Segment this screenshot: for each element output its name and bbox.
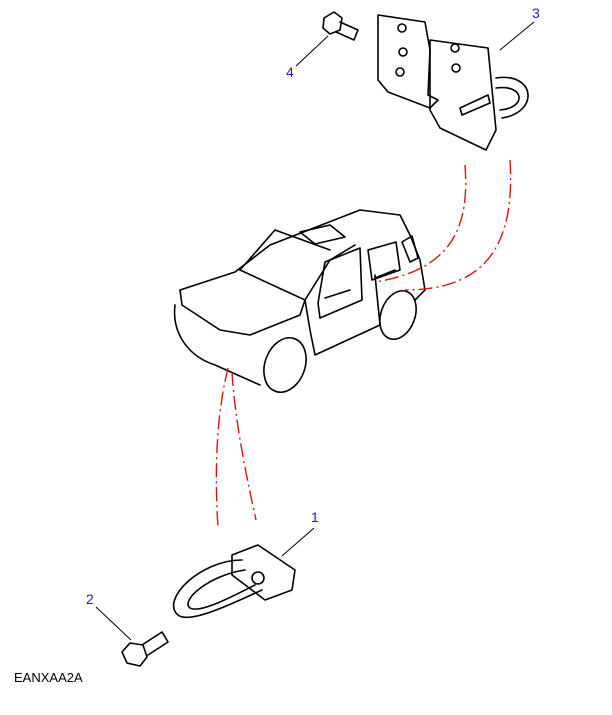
callout-leader-4 — [295, 35, 329, 67]
callout-4: 4 — [286, 64, 294, 80]
callout-leader-2 — [95, 606, 132, 641]
bolt-2 — [121, 631, 169, 667]
vehicle-outline — [173, 209, 426, 393]
callout-1: 1 — [311, 509, 319, 525]
installation-leader-lines — [215, 159, 512, 529]
callout-leader-1 — [281, 527, 315, 557]
callout-2: 2 — [86, 591, 94, 607]
rear-towing-bracket — [377, 14, 529, 151]
drawing-code: EANXAA2A — [14, 670, 83, 685]
front-towing-eye — [172, 544, 296, 618]
bolt-4 — [322, 11, 359, 41]
callout-3: 3 — [532, 5, 540, 21]
callout-leader-3 — [499, 21, 535, 51]
